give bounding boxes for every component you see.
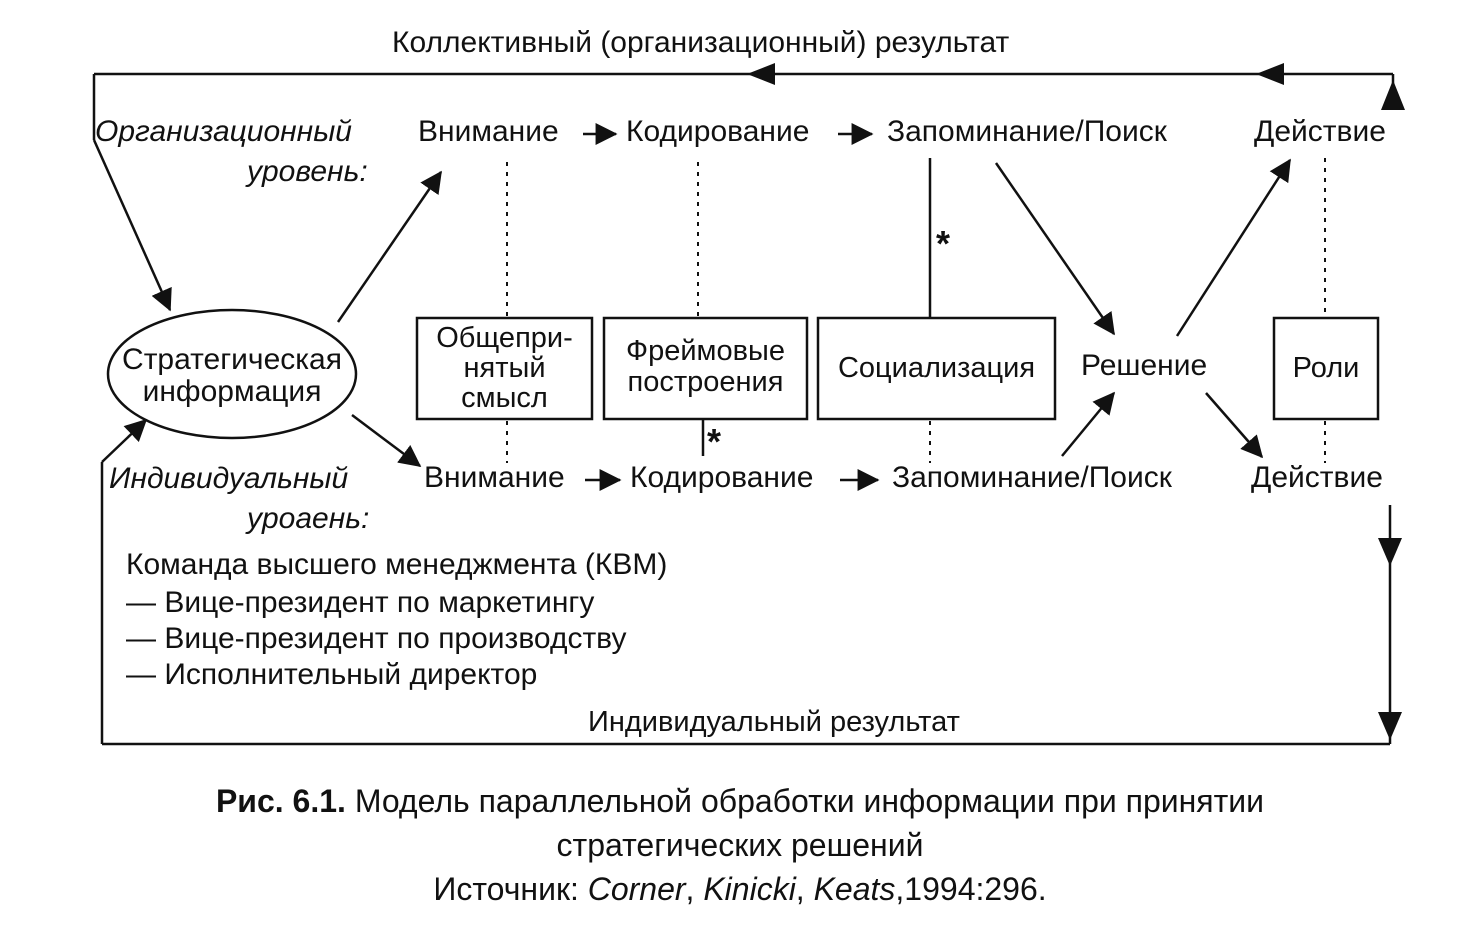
arrowhead-top-left-1 bbox=[1256, 63, 1284, 85]
common-sense-line3: смысл bbox=[461, 382, 548, 415]
ind-attention: Внимание bbox=[424, 461, 565, 494]
team-member: — Вице-президент по производству bbox=[126, 622, 627, 655]
common-sense-line1: Общепри- bbox=[436, 322, 573, 354]
caption-label: Рис. 6.1. bbox=[215, 783, 346, 819]
source-suffix: ,1994:296. bbox=[895, 871, 1047, 907]
frames-text: Фреймовые построения bbox=[604, 335, 807, 399]
ind-level-label-line2: уроаень: bbox=[247, 502, 370, 535]
box-frames bbox=[602, 316, 809, 421]
caption-title-line1: Модель параллельной обработки информации… bbox=[354, 783, 1265, 819]
common-sense-line2: нятый bbox=[463, 352, 546, 385]
individual-result-label: Индивидуальный результат bbox=[588, 706, 960, 738]
org-action: Действие bbox=[1254, 115, 1386, 148]
arrow-to-ind-level bbox=[351, 414, 422, 467]
frames-line1: Фреймовые bbox=[626, 335, 785, 367]
source-prefix: Источник: bbox=[433, 871, 579, 907]
org-level-label-line1: Организационный bbox=[95, 115, 352, 148]
arrowhead-right-down-2 bbox=[1378, 712, 1402, 740]
arrowhead-top-up bbox=[1381, 80, 1405, 110]
team-member: — Вице-президент по маркетингу bbox=[126, 586, 595, 619]
arrow-memory-to-decision bbox=[994, 162, 1116, 336]
source-author: Corner bbox=[587, 871, 686, 907]
asterisk-socialization: * bbox=[936, 223, 951, 264]
box-socialization bbox=[816, 316, 1057, 421]
common-sense-text: Общепри- нятый смысл bbox=[417, 322, 592, 415]
asterisk-frames: * bbox=[707, 421, 722, 462]
arrow-decision-to-ind-action bbox=[1205, 392, 1264, 459]
team-title: Команда высшего менеджмента (КВМ) bbox=[126, 548, 668, 581]
strategic-info-ellipse bbox=[106, 308, 358, 440]
strategic-info-line1: Стратегическая bbox=[122, 343, 342, 376]
box-roles bbox=[1272, 316, 1380, 421]
strategic-info-line2: информация bbox=[142, 375, 322, 409]
ind-action: Действие bbox=[1251, 461, 1383, 494]
frames-line2: построения bbox=[627, 366, 784, 399]
arrowhead-top-left-2 bbox=[747, 63, 775, 85]
decision-label: Решение bbox=[1081, 349, 1208, 382]
collective-result-label: Коллективный (организационный) результат bbox=[392, 26, 1010, 59]
ind-memory-search: Запоминание/Поиск bbox=[892, 461, 1172, 494]
org-encoding: Кодирование bbox=[626, 115, 810, 148]
source-author: Keats bbox=[813, 871, 896, 907]
socialization-text: Социализация bbox=[837, 352, 1036, 384]
box-common-sense bbox=[415, 316, 594, 421]
caption-title-line2: стратегических решений bbox=[556, 827, 924, 863]
team-member: — Исполнительный директор bbox=[126, 658, 538, 691]
dotted-connectors bbox=[506, 158, 1326, 463]
source-author: Kinicki bbox=[703, 871, 796, 907]
arrow-to-org-level bbox=[336, 170, 443, 323]
caption-line1: Рис. 6.1. Модель параллельной обработки … bbox=[0, 782, 1480, 820]
org-level-label-line2: уровень: bbox=[247, 155, 368, 188]
arrowhead-right-down-1 bbox=[1378, 538, 1402, 566]
org-memory-search: Запоминание/Поиск bbox=[887, 115, 1167, 148]
arrow-ind-memory-to-decision bbox=[1061, 391, 1116, 457]
ind-encoding: Кодирование bbox=[630, 461, 814, 494]
roles-text: Роли bbox=[1292, 352, 1360, 384]
caption-source: Источник: Corner, Kinicki, Keats,1994:29… bbox=[433, 871, 1047, 907]
org-attention: Внимание bbox=[418, 115, 559, 148]
arrow-decision-to-org-action bbox=[1175, 158, 1292, 337]
ind-level-label-line1: Индивидуальный bbox=[109, 462, 349, 495]
collective-result-loop bbox=[92, 72, 1395, 312]
strategic-info: Стратегическая информация bbox=[108, 343, 356, 409]
